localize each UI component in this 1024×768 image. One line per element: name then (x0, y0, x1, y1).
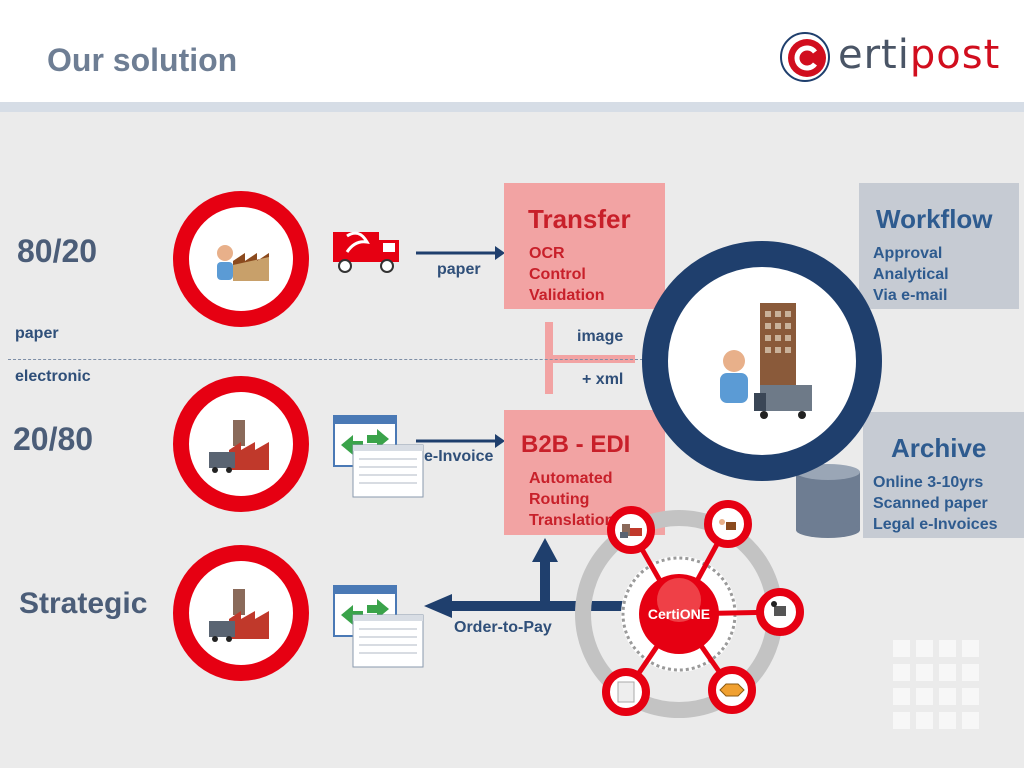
certipost-logo: ertipost (778, 30, 999, 84)
certione-label: CertiONE (647, 606, 711, 622)
header: Our solution ertipost (0, 0, 1024, 102)
workflow-details: Approval Analytical Via e-mail (873, 245, 949, 304)
row-label-strategic: Strategic (19, 587, 148, 620)
arrow-label-xml: + xml (582, 371, 624, 388)
supplier-person-factory-icon (217, 245, 269, 281)
transfer-details: OCR Control Validation (529, 245, 605, 304)
header-band (0, 102, 1024, 112)
logo-wordmark: ertipost (838, 32, 1001, 78)
archive-details: Online 3-10yrs Scanned paper Legal e-Inv… (873, 474, 998, 533)
transfer-title: Transfer (528, 204, 631, 234)
row-label-20-80: 20/80 (13, 421, 94, 457)
e-document-icon (333, 415, 424, 498)
supplier-ring-strategic (173, 545, 309, 681)
workflow-box: Workflow Approval Analytical Via e-mail (859, 183, 1019, 309)
logo-c-icon (780, 32, 830, 82)
transfer-box: Transfer OCR Control Validation (504, 183, 665, 309)
divider-label-electronic: electronic (15, 368, 91, 385)
supplier-ring-paper (173, 191, 309, 327)
supplier-ring-electronic (173, 376, 309, 512)
e-document-icon (333, 585, 424, 668)
certione-hub (575, 500, 804, 718)
page-title: Our solution (47, 42, 238, 78)
b2b-edi-details: Automated Routing Translation (529, 470, 615, 529)
factory-truck-icon (209, 420, 269, 473)
row-label-80-20: 80/20 (17, 233, 98, 269)
buyer-building-truck-icon (720, 303, 812, 419)
archive-box: Archive Online 3-10yrs Scanned paper Leg… (863, 412, 1024, 538)
archive-title: Archive (891, 433, 987, 463)
arrow-label-e-invoice: e-Invoice (424, 448, 494, 465)
workflow-title: Workflow (876, 204, 993, 234)
divider-label-paper: paper (15, 325, 59, 342)
paper-electronic-divider (8, 359, 648, 360)
buyer-ring (642, 241, 882, 481)
arrow-label-image: image (577, 328, 624, 345)
arrow-label-order-to-pay: Order-to-Pay (454, 619, 552, 636)
b2b-edi-box: B2B - EDI Automated Routing Translation (504, 410, 665, 535)
b2b-edi-title: B2B - EDI (521, 431, 631, 458)
factory-truck-icon (209, 589, 269, 642)
database-icon (796, 464, 860, 538)
arrow-label-paper: paper (437, 261, 481, 278)
postal-truck-icon (333, 231, 399, 273)
